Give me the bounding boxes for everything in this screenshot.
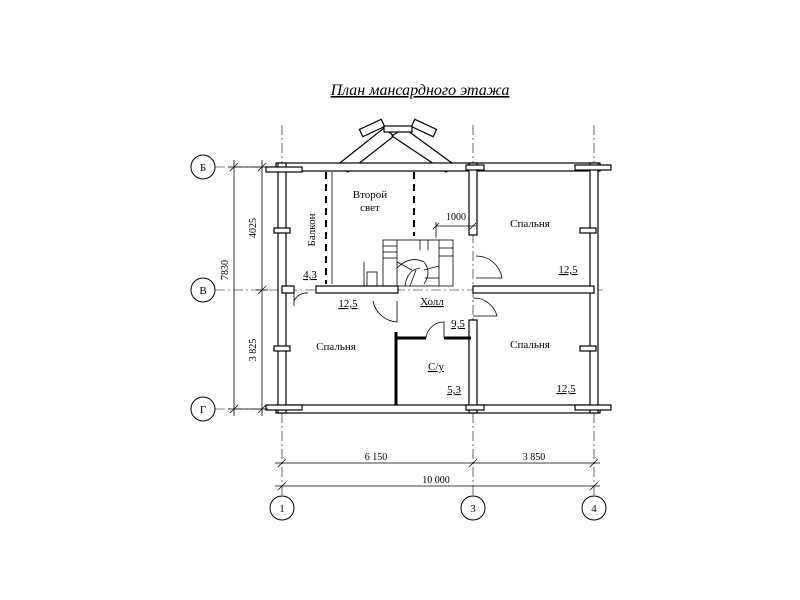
axis-bubble-row-mid: В — [190, 277, 216, 303]
axis-lines — [215, 125, 605, 505]
bottom-dimension-lines — [275, 458, 600, 491]
room-label-wc: С/у — [428, 361, 444, 373]
area-balcony: 4,3 — [303, 269, 317, 281]
room-label-bedroom-se: Спальня — [510, 339, 550, 351]
door-swings — [293, 255, 503, 339]
axis-label-row-mid: В — [199, 285, 206, 297]
axis-bubble-col-3: 3 — [460, 495, 486, 521]
dimension-left-span: 6 150 — [365, 452, 388, 463]
room-label-bedroom-ne: Спальня — [510, 218, 550, 230]
opening-dimension — [432, 222, 477, 238]
dimension-right-span: 3 850 — [523, 452, 546, 463]
room-label-bedroom-sw: Спальня — [316, 341, 356, 353]
opening-dimension-label: 1000 — [446, 212, 466, 223]
plan-title: План мансардного этажа — [330, 82, 510, 99]
axis-label-col-4: 4 — [591, 503, 597, 515]
interior-walls — [265, 162, 612, 414]
area-bedroom-se: 12,5 — [556, 383, 576, 395]
balcony-dashed-lines — [325, 172, 415, 286]
axis-bubble-col-4: 4 — [581, 495, 607, 521]
dimension-total-left: 7830 — [220, 260, 231, 280]
area-wc: 5,3 — [447, 384, 461, 396]
axis-bubble-col-1: 1 — [269, 495, 295, 521]
axis-label-col-3: 3 — [470, 503, 476, 515]
room-label-balcony: Балкон — [306, 213, 318, 246]
room-label-second-light-line2: свет — [360, 202, 380, 214]
room-label-second-light: Второй — [353, 189, 387, 201]
axis-label-row-bottom: Г — [200, 404, 206, 416]
axis-label-col-1: 1 — [279, 503, 285, 515]
left-dimension-lines — [228, 160, 268, 416]
dormer-roof — [334, 118, 458, 173]
dimension-top-left: 4025 — [248, 218, 259, 238]
axis-bubble-row-top: Б — [190, 154, 216, 180]
dimension-total-span: 10 000 — [422, 475, 450, 486]
axis-bubble-row-bottom: Г — [190, 396, 216, 422]
room-label-hall: Холл — [420, 296, 444, 308]
area-second-light: 12,5 — [338, 298, 358, 310]
area-bedroom-ne: 12,5 — [558, 264, 578, 276]
axis-label-row-top: Б — [200, 162, 206, 174]
staircase — [366, 239, 454, 287]
partitions — [394, 332, 471, 405]
dimension-bottom-left: 3 825 — [248, 339, 259, 362]
area-hall: 9,5 — [451, 318, 465, 330]
